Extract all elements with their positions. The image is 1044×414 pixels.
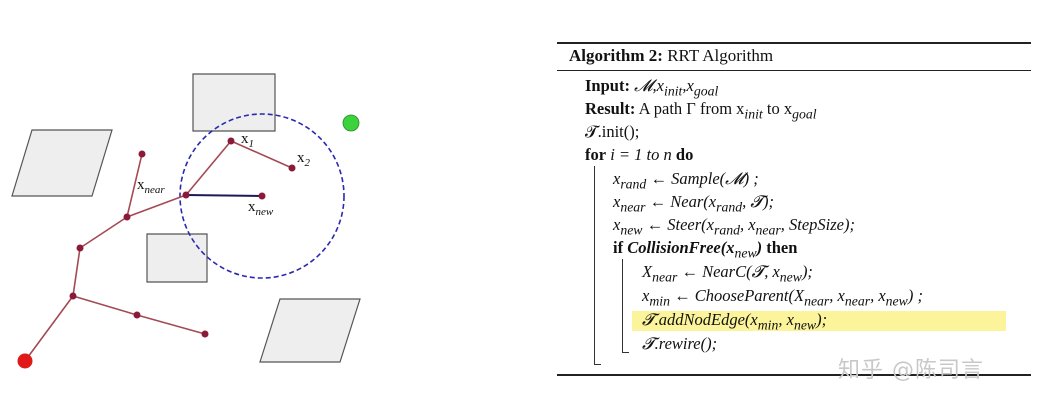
rrt-diagram: x1 x2 xnear xnew [11,73,361,369]
goal-node [342,114,360,132]
near-line: xnear ← Near(xrand, 𝓣); [613,192,774,215]
tree-edges [24,140,293,362]
tree-node-x-near [182,191,190,199]
label-x-new: xnew [248,199,274,218]
obstacle-middle [146,233,208,283]
tree-node-x2 [288,164,296,172]
tree-nodes [69,137,296,338]
choose-parent-line: xmin ← ChooseParent(Xnear, xnear, xnew) … [642,286,923,309]
if-line: if CollisionFree(xnew) then [613,238,798,261]
tree-node [76,244,84,252]
tree-node [133,311,141,319]
tree-node [201,330,209,338]
steer-line: xnew ← Steer(xrand, xnear, StepSize); [613,215,855,238]
nearc-line: Xnear ← NearC(𝓣, xnew); [642,262,813,285]
obstacle-top [192,73,276,132]
for-line: for i = 1 to n do [585,145,694,164]
result-line: Result: A path Γ from xinit to xgoal [585,99,817,122]
new-edge [185,194,263,197]
algorithm-box: Algorithm 2: RRT Algorithm Input: 𝓜,xini… [557,42,1031,377]
bottom-rule [557,374,1031,376]
near-radius-circle [179,113,345,279]
label-x1: x1 [241,131,254,150]
new-node-x-new [258,192,266,200]
tree-node [123,213,131,221]
algorithm-title: Algorithm 2: RRT Algorithm [569,46,774,65]
rewire-line: 𝓣.rewire(); [642,334,718,353]
tree-node [138,150,146,158]
highlighted-line [632,311,1006,331]
for-block-bar [594,166,601,365]
tree-node-x1 [227,137,235,145]
title-rule [557,70,1031,71]
init-line: 𝓣.init(); [585,122,640,141]
if-block-bar [622,259,629,353]
sample-line: xrand ← Sample(𝓜) ; [613,169,759,192]
add-node-edge-line: 𝓣.addNodEdge(xmin, xnew); [642,310,828,333]
input-line: Input: 𝓜,xinit,xgoal [585,76,719,99]
tree-node [69,292,77,300]
label-x2: x2 [297,150,311,169]
start-node [17,353,33,369]
label-x-near: xnear [137,177,165,196]
obstacle-left [11,129,113,197]
obstacle-bottom-right [259,298,361,363]
top-rule [557,42,1031,44]
watermark: 知乎 @陈司言 [838,358,984,383]
